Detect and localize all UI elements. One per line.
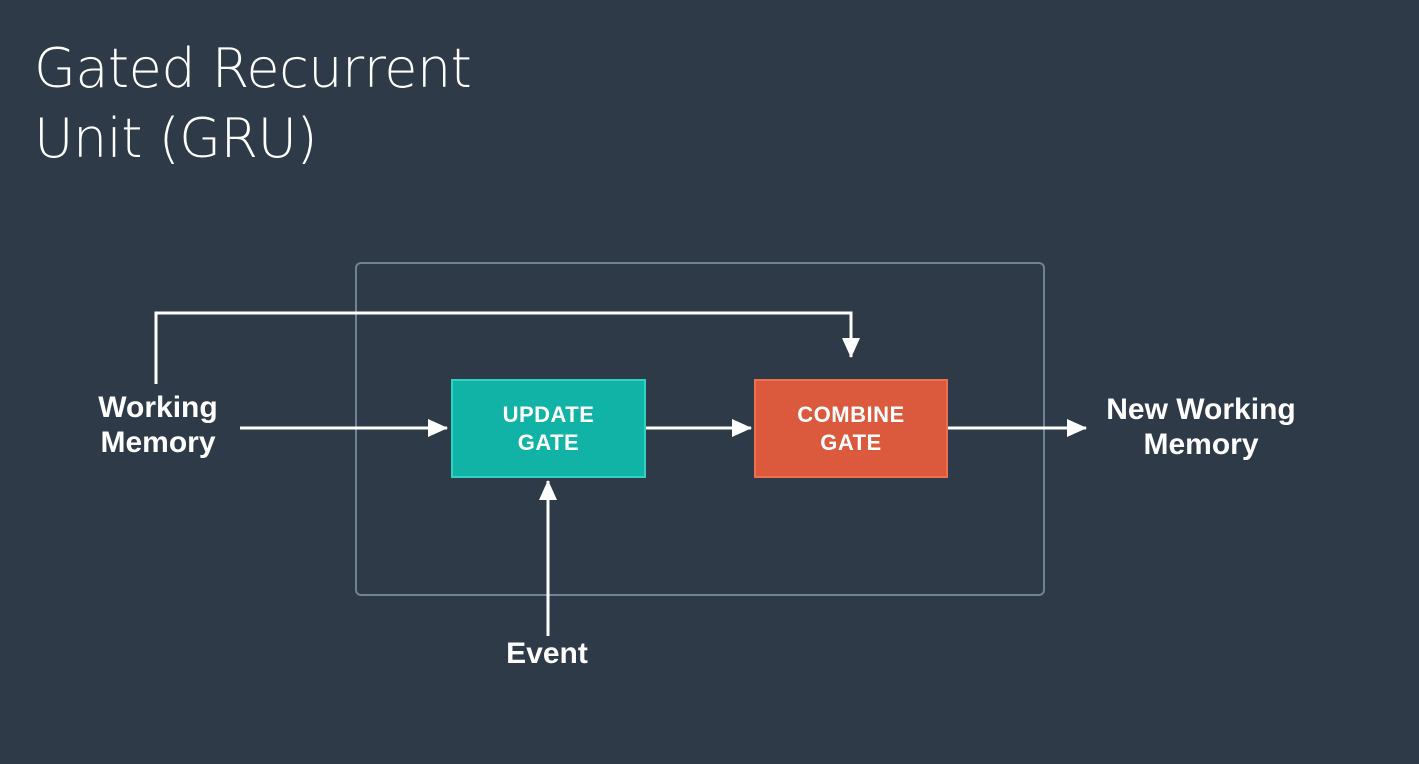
combine-gate-label-line-1: COMBINE [797, 401, 905, 427]
working-memory-label: Working Memory [84, 390, 232, 460]
combine-gate-label-line-2: GATE [820, 429, 882, 455]
update-gate-label-line-1: UPDATE [502, 401, 595, 427]
new-working-memory-label-line-2: Memory [1143, 428, 1259, 461]
working-memory-label-line-1: Working [98, 391, 218, 424]
skip-connection-arrow [154, 311, 860, 384]
new-working-memory-label: New Working Memory [1088, 392, 1314, 462]
working-memory-label-line-2: Memory [100, 426, 216, 459]
slide-title-line-2: Unit (GRU) [34, 107, 318, 170]
combine-gate: COMBINE GATE [754, 379, 948, 478]
event-label: Event [506, 637, 588, 670]
slide-title: Gated Recurrent Unit (GRU) [34, 34, 472, 174]
update-gate: UPDATE GATE [451, 379, 646, 478]
new-working-memory-label-line-1: New Working [1106, 393, 1296, 426]
update-gate-label-line-2: GATE [517, 429, 580, 455]
slide-title-line-1: Gated Recurrent [34, 37, 472, 100]
